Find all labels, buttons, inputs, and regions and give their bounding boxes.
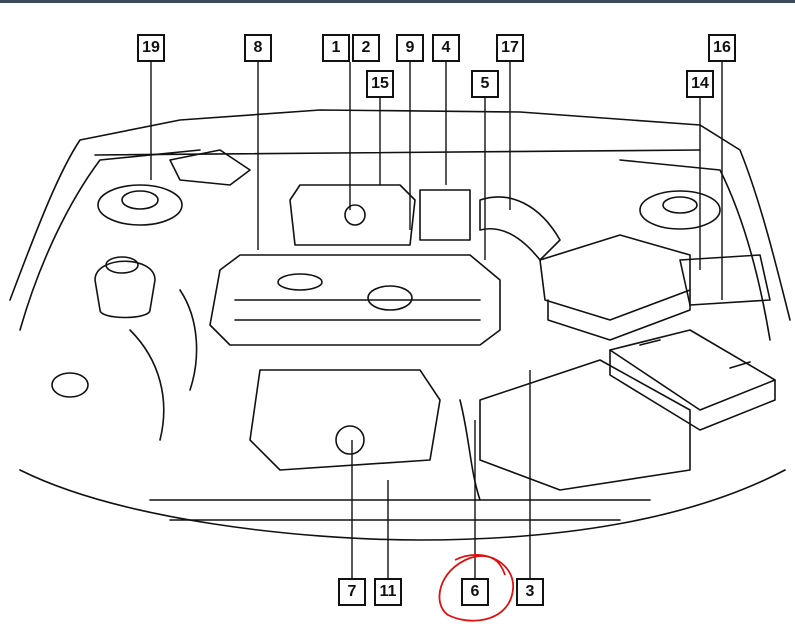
callout-16: 16 — [708, 34, 736, 62]
callout-9: 9 — [396, 34, 424, 62]
callout-5: 5 — [471, 70, 499, 98]
callout-17: 17 — [496, 34, 524, 62]
callout-11: 11 — [374, 578, 402, 606]
callout-6: 6 — [461, 578, 489, 606]
inner-fender-right — [619, 159, 771, 341]
intake-plenum — [289, 184, 416, 246]
callout-19: 19 — [137, 34, 165, 62]
washer-reservoir — [51, 372, 89, 398]
callout-2: 2 — [352, 34, 380, 62]
red-circle-highlight — [438, 554, 515, 622]
valve-cover — [209, 254, 501, 346]
callout-14: 14 — [686, 70, 714, 98]
callout-8: 8 — [244, 34, 272, 62]
battery — [609, 329, 776, 411]
fuse-box — [679, 254, 771, 306]
ps-reservoir — [94, 260, 156, 319]
timing-cover — [249, 369, 441, 471]
callout-4: 4 — [432, 34, 460, 62]
bottom-bumper — [19, 469, 786, 541]
left-strut-tower — [97, 184, 183, 226]
inner-fender-left — [19, 149, 201, 331]
callout-15: 15 — [366, 70, 394, 98]
fender-outline — [9, 109, 791, 321]
callout-7: 7 — [338, 578, 366, 606]
radiator-support — [149, 499, 651, 521]
right-strut-tower — [639, 190, 721, 230]
air-duct — [479, 196, 561, 261]
top-border — [0, 0, 795, 3]
intake-resonator — [479, 359, 691, 491]
callout-3: 3 — [516, 578, 544, 606]
callout-1: 1 — [322, 34, 350, 62]
upper-hose — [129, 329, 165, 441]
air-cleaner — [539, 234, 691, 321]
